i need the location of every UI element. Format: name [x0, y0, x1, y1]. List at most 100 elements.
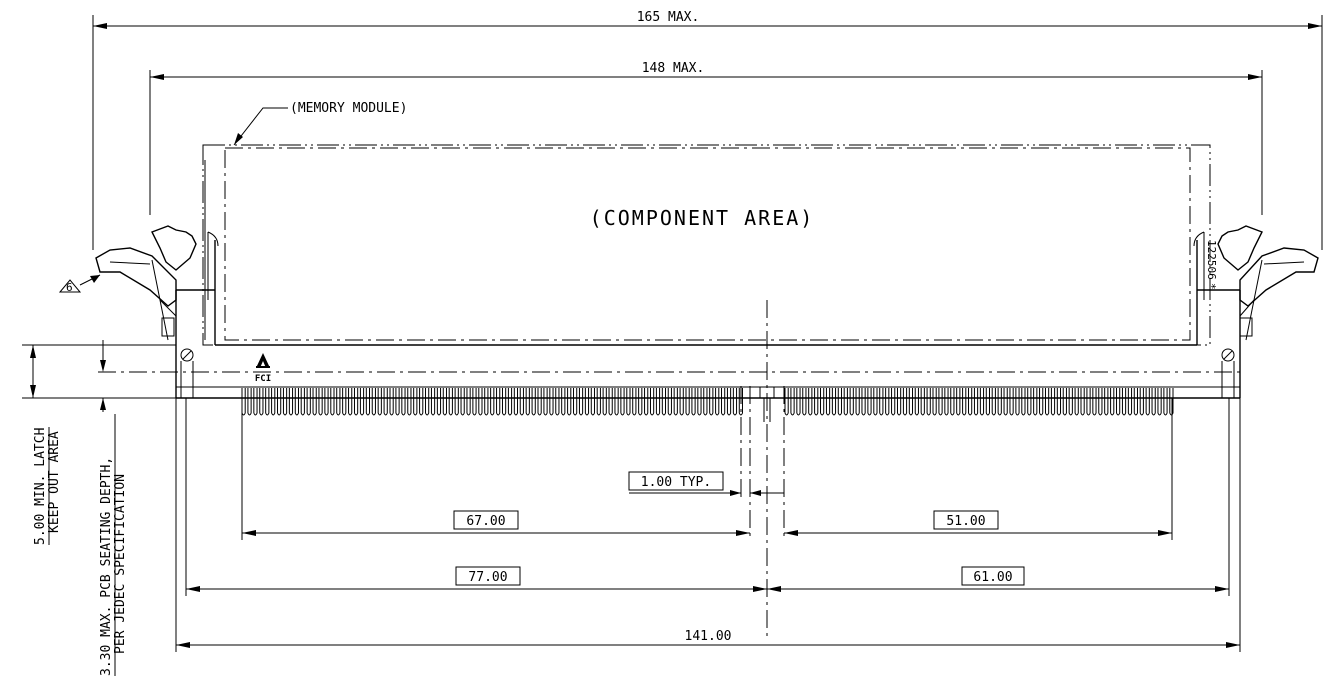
contact-pin [513, 388, 519, 416]
contact-pin [1133, 388, 1138, 416]
contact-pin [1021, 388, 1026, 416]
contact-pin [371, 388, 376, 416]
contact-pin [632, 388, 637, 416]
contact-pin [531, 388, 536, 416]
contact-pin [282, 388, 288, 416]
contact-pin [956, 388, 961, 416]
contact-pin [679, 388, 684, 416]
contact-pin [979, 388, 985, 416]
contact-pins [241, 388, 1174, 416]
contact-pin [638, 388, 643, 416]
contact-pin [555, 388, 560, 416]
contact-pin [490, 388, 495, 416]
contact-pin [442, 388, 447, 416]
contact-pin [466, 388, 471, 416]
contact-pin [596, 388, 601, 416]
dimension-141: 141.00 [175, 398, 1241, 652]
pcb-seating-note-line1: 3.30 MAX. PCB SEATING DEPTH, [99, 457, 114, 676]
contact-pin [867, 388, 872, 416]
right-latch: 122506 * [1205, 225, 1319, 341]
memory-module-label: (MEMORY MODULE) [290, 101, 407, 116]
contact-pin [808, 388, 813, 416]
key-notch [759, 387, 775, 422]
contact-pin [353, 388, 359, 416]
contact-pin [885, 388, 890, 416]
contact-pin [1086, 388, 1091, 416]
contact-pin [1092, 388, 1097, 416]
contact-pin [259, 388, 264, 416]
contact-pin [247, 388, 252, 416]
contact-pin [543, 388, 548, 416]
contact-pin [814, 388, 819, 416]
contact-pin [879, 388, 884, 416]
contact-pin [549, 388, 554, 416]
contact-pin [484, 388, 489, 416]
contact-pin [1104, 388, 1109, 416]
contact-pin [496, 388, 501, 416]
contact-pin [620, 388, 625, 416]
contact-pin [855, 388, 860, 416]
memory-module-outline: (MEMORY MODULE) (COMPONENT AREA) [202, 101, 1211, 346]
contact-pin [644, 388, 649, 416]
contact-pin [330, 388, 335, 416]
contact-pin [1039, 388, 1044, 416]
note-flag-6: 6 [66, 281, 73, 294]
contact-pin [377, 388, 382, 416]
contact-pin [389, 388, 394, 416]
contact-pin [1027, 388, 1032, 416]
contact-pin [342, 388, 347, 416]
contact-pin [395, 388, 400, 416]
contact-pin [715, 388, 720, 416]
contact-pin [1110, 388, 1115, 416]
contact-pin [732, 388, 738, 416]
component-area-label: (COMPONENT AREA) [590, 206, 815, 230]
contact-pin [626, 388, 631, 416]
contact-pin [685, 388, 690, 416]
contact-pin [608, 388, 613, 416]
contact-pin [1098, 388, 1103, 416]
contact-pin [1169, 388, 1174, 416]
dimension-77: 77.00 [185, 418, 767, 596]
contact-pin [561, 388, 566, 416]
contact-pin [407, 388, 412, 416]
contact-pin [1127, 388, 1133, 416]
contact-pin [820, 388, 825, 416]
contact-pin [655, 388, 661, 416]
contact-pin [796, 388, 801, 416]
contact-pin [1139, 388, 1144, 416]
contact-pin [430, 388, 436, 416]
contact-pin [602, 388, 607, 416]
contact-pin [709, 388, 714, 416]
dim-67-label: 67.00 [466, 514, 505, 529]
contact-pin [359, 388, 365, 416]
contact-pin [1050, 388, 1056, 416]
contact-pin [950, 388, 955, 416]
part-number-mark: * [1205, 283, 1218, 290]
dim-51-label: 51.00 [946, 514, 985, 529]
contact-pin [436, 388, 442, 416]
contact-pin [253, 388, 258, 416]
contact-pin [721, 388, 726, 416]
contact-pin [1145, 388, 1150, 416]
contact-pin [784, 388, 789, 416]
contact-pin [590, 388, 595, 416]
fci-logo-text: FCI [255, 374, 271, 384]
contact-pin [1163, 388, 1168, 416]
contact-pin [1062, 388, 1067, 416]
contact-pin [537, 388, 542, 416]
pcb-seating-note-line2: PER JEDEC SPECIFICATION [113, 474, 128, 654]
contact-pin [825, 388, 831, 416]
contact-pin [902, 388, 908, 416]
contact-pin [837, 388, 842, 416]
contact-pin [401, 388, 406, 416]
contact-pin [991, 388, 996, 416]
contact-pin [300, 388, 305, 416]
contact-pin [962, 388, 967, 416]
contact-pin [691, 388, 696, 416]
contact-pin [567, 388, 572, 416]
contact-pin [525, 388, 530, 416]
contact-pin [1003, 388, 1008, 416]
contact-pin [472, 388, 477, 416]
contact-pin [1015, 388, 1020, 416]
